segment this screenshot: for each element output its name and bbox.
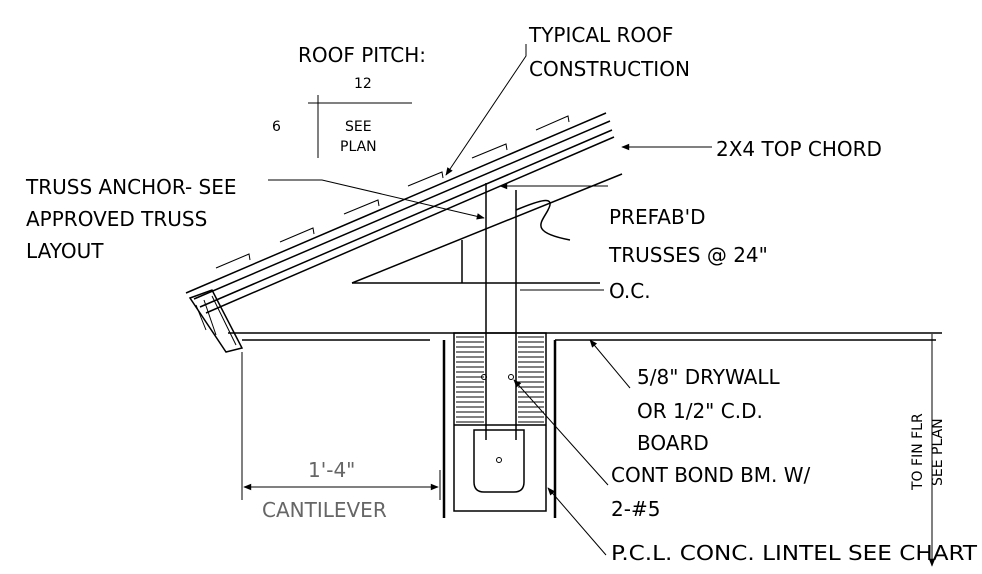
wall-section bbox=[442, 332, 557, 518]
truss-anchor-label-1: TRUSS ANCHOR- SEE bbox=[25, 175, 237, 199]
truss-web bbox=[351, 173, 623, 284]
top-chord-label: 2X4 TOP CHORD bbox=[716, 137, 882, 161]
rebar-bottom bbox=[496, 457, 502, 463]
fin-floor-dimension: TO FIN FLR SEE PLAN bbox=[910, 334, 946, 567]
truss-anchor-label-3: LAYOUT bbox=[26, 239, 104, 263]
anchor-strap-bend bbox=[515, 199, 571, 241]
pitch-plan-text: PLAN bbox=[340, 139, 377, 155]
prefab-truss-label-2: TRUSSES @ 24" bbox=[608, 243, 768, 267]
precast-lintel bbox=[453, 332, 547, 512]
truss-assembly bbox=[351, 173, 623, 440]
rebar-left bbox=[481, 374, 487, 380]
wall-hatch-right bbox=[518, 336, 544, 423]
lintel-label: P.C.L. CONC. LINTEL SEE CHART bbox=[611, 541, 978, 565]
prefab-truss-label-1: PREFAB'D bbox=[609, 205, 706, 229]
bond-beam-u bbox=[473, 429, 525, 493]
fin-floor-text-2: SEE PLAN bbox=[930, 418, 946, 486]
roof-pitch-symbol: ROOF PITCH: 12 6 SEE PLAN bbox=[272, 43, 426, 158]
pitch-run-value: 6 bbox=[272, 119, 281, 135]
typical-roof-label-1: TYPICAL ROOF bbox=[528, 23, 673, 47]
cantilever-dimension: 1'-4" CANTILEVER bbox=[241, 352, 441, 522]
bond-beam-label-2: 2-#5 bbox=[611, 497, 660, 521]
prefab-truss-label-3: O.C. bbox=[609, 279, 651, 303]
wall-hatch-left bbox=[456, 336, 484, 423]
cantilever-dimension-value: 1'-4" bbox=[308, 458, 355, 482]
bond-beam-label-1: CONT BOND BM. W/ bbox=[611, 463, 811, 487]
drywall-label-3: BOARD bbox=[637, 431, 709, 455]
drywall-label-2: OR 1/2" C.D. bbox=[637, 399, 763, 423]
drywall-label-1: 5/8" DRYWALL bbox=[637, 365, 780, 389]
roof-pitch-label: ROOF PITCH: bbox=[298, 43, 426, 67]
rebar-right bbox=[508, 374, 514, 380]
pitch-rise-value: 12 bbox=[354, 76, 372, 92]
fin-floor-text-1: TO FIN FLR bbox=[910, 413, 926, 491]
truss-anchor-label-2: APPROVED TRUSS bbox=[26, 207, 207, 231]
cantilever-label: CANTILEVER bbox=[262, 498, 387, 522]
typical-roof-label-2: CONSTRUCTION bbox=[529, 57, 690, 81]
roof-rafter bbox=[185, 112, 615, 353]
leader-lines bbox=[268, 44, 712, 556]
pitch-see-text: SEE bbox=[345, 119, 372, 135]
